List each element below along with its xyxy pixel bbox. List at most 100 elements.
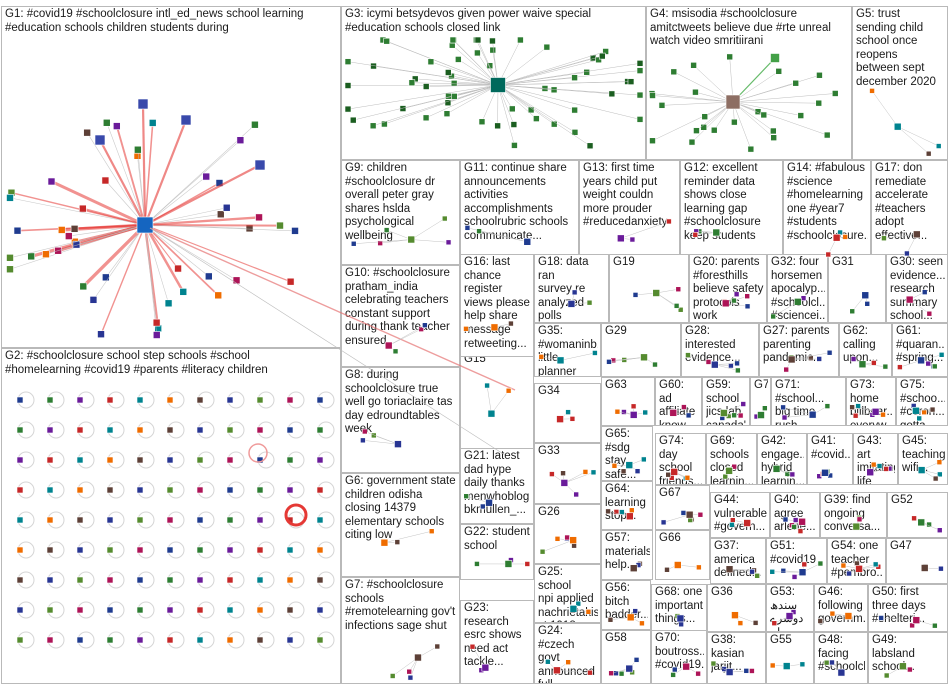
cluster-node [524, 561, 531, 567]
g1-edge [82, 223, 147, 288]
g3-node [344, 58, 352, 65]
group-label-g57: G57: materials help... [605, 532, 650, 572]
cluster-hub-node [866, 468, 875, 477]
group-panel-g6: G6: government state children odisha clo… [341, 473, 460, 577]
group-panel-g2: G2: #schoolclosure school step schools #… [1, 348, 341, 684]
group-label-g66: G66 [659, 532, 681, 544]
cluster-node [628, 507, 635, 514]
cluster-node [938, 351, 945, 358]
g3-edge [430, 61, 499, 86]
g2-node [166, 606, 174, 614]
cluster-node [931, 363, 938, 370]
group-panel-g7: G7: #schoolclosure schools #remotelearni… [341, 577, 460, 684]
cluster-edge [560, 352, 595, 361]
g3-node [533, 115, 540, 122]
cluster-hub-node [871, 407, 880, 416]
g1-node [97, 330, 105, 339]
cluster-node [633, 657, 640, 663]
group-panel-g68: G68: one important things... [651, 584, 707, 632]
cluster-node [897, 364, 903, 370]
g4-edge [661, 101, 734, 106]
g3-node [478, 118, 486, 126]
group-label-g39: G39: find ongoing conversa... [824, 494, 881, 534]
group-panel-g46: G46: following governm... [814, 584, 868, 632]
cluster-hub-node [673, 561, 682, 569]
g3-edge [347, 84, 499, 110]
g1-node [79, 204, 87, 213]
g4-node [760, 111, 768, 119]
group-panel-g20: G20: parents #foresthills believe safety… [689, 254, 767, 323]
g2-node [76, 456, 84, 464]
g2-node [316, 456, 324, 464]
g4-edge [652, 95, 734, 103]
g2-node [76, 606, 84, 614]
cluster-hub-node [485, 498, 493, 507]
cluster-node [790, 609, 797, 615]
group-label-g34: G34 [538, 385, 560, 397]
cluster-node [880, 411, 886, 418]
g1-node [134, 145, 142, 154]
group-label-g13: G13: first time years child put weight c… [583, 162, 668, 229]
group-panel-g28: G28: interested evidence... [681, 323, 759, 377]
g2-node [316, 426, 324, 434]
g3-edge [448, 72, 499, 86]
group-label-g47: G47 [890, 540, 912, 552]
cluster-edge [386, 229, 412, 240]
group-label-g22: G22: student school [464, 526, 530, 552]
g2-node [196, 426, 204, 434]
group-label-g16: G16: last chance register views please h… [464, 256, 530, 350]
g3-node [344, 82, 352, 89]
cluster-node [734, 360, 740, 367]
g2-node [256, 516, 264, 524]
cluster-node [392, 348, 399, 355]
cluster-node [621, 409, 627, 415]
g4-node [797, 112, 805, 119]
g2-node [136, 606, 144, 614]
group-label-g45: G45: teaching wifi... [902, 435, 945, 475]
cluster-node [697, 511, 704, 518]
g2-node [286, 576, 294, 584]
cluster-node [769, 568, 776, 575]
g2-node [46, 456, 54, 464]
group-label-g26: G26 [538, 506, 560, 518]
cluster-node [586, 299, 593, 306]
g2-self-loop-strong [284, 503, 308, 527]
g2-node [256, 576, 264, 584]
cluster-node [394, 539, 401, 545]
g2-node [106, 396, 114, 404]
cluster-hub-node [855, 565, 863, 573]
g1-node [202, 172, 211, 181]
group-label-g12: G12: excellent reminder data shows close… [684, 162, 761, 242]
g1-node-major [137, 98, 149, 110]
group-label-g27: G27: parents parenting pandemic... [763, 325, 830, 364]
cluster-hub-node [652, 289, 661, 297]
g1-node [102, 273, 110, 282]
group-label-g10: G10: #schoolclosure pratham_india celebr… [345, 267, 450, 347]
cluster-node [422, 322, 428, 329]
cluster-edge [384, 530, 432, 543]
g2-node [166, 636, 174, 644]
group-panel-g12: G12: excellent reminder data shows close… [680, 160, 783, 265]
group-panel-g11: G11: continue share announcements activi… [460, 160, 579, 265]
cluster-node [737, 620, 744, 626]
g3-edge [386, 40, 499, 86]
cluster-edge [392, 657, 419, 677]
g1-node [164, 299, 173, 308]
cluster-node [735, 367, 741, 374]
g2-node [226, 396, 234, 404]
g2-node [286, 546, 294, 554]
g1-edge-strong [143, 119, 188, 226]
g2-node [16, 576, 24, 584]
cluster-node [792, 517, 799, 523]
g2-node [76, 486, 84, 494]
cluster-node [743, 668, 750, 674]
cluster-node [762, 405, 768, 411]
g2-node [166, 426, 174, 434]
cluster-node [780, 404, 786, 411]
g3-edge [373, 84, 499, 127]
cluster-edge [897, 126, 939, 147]
g1-edge [115, 125, 146, 226]
cluster-node [418, 326, 424, 332]
cluster-hub-node [626, 613, 635, 622]
g4-node [792, 79, 800, 87]
